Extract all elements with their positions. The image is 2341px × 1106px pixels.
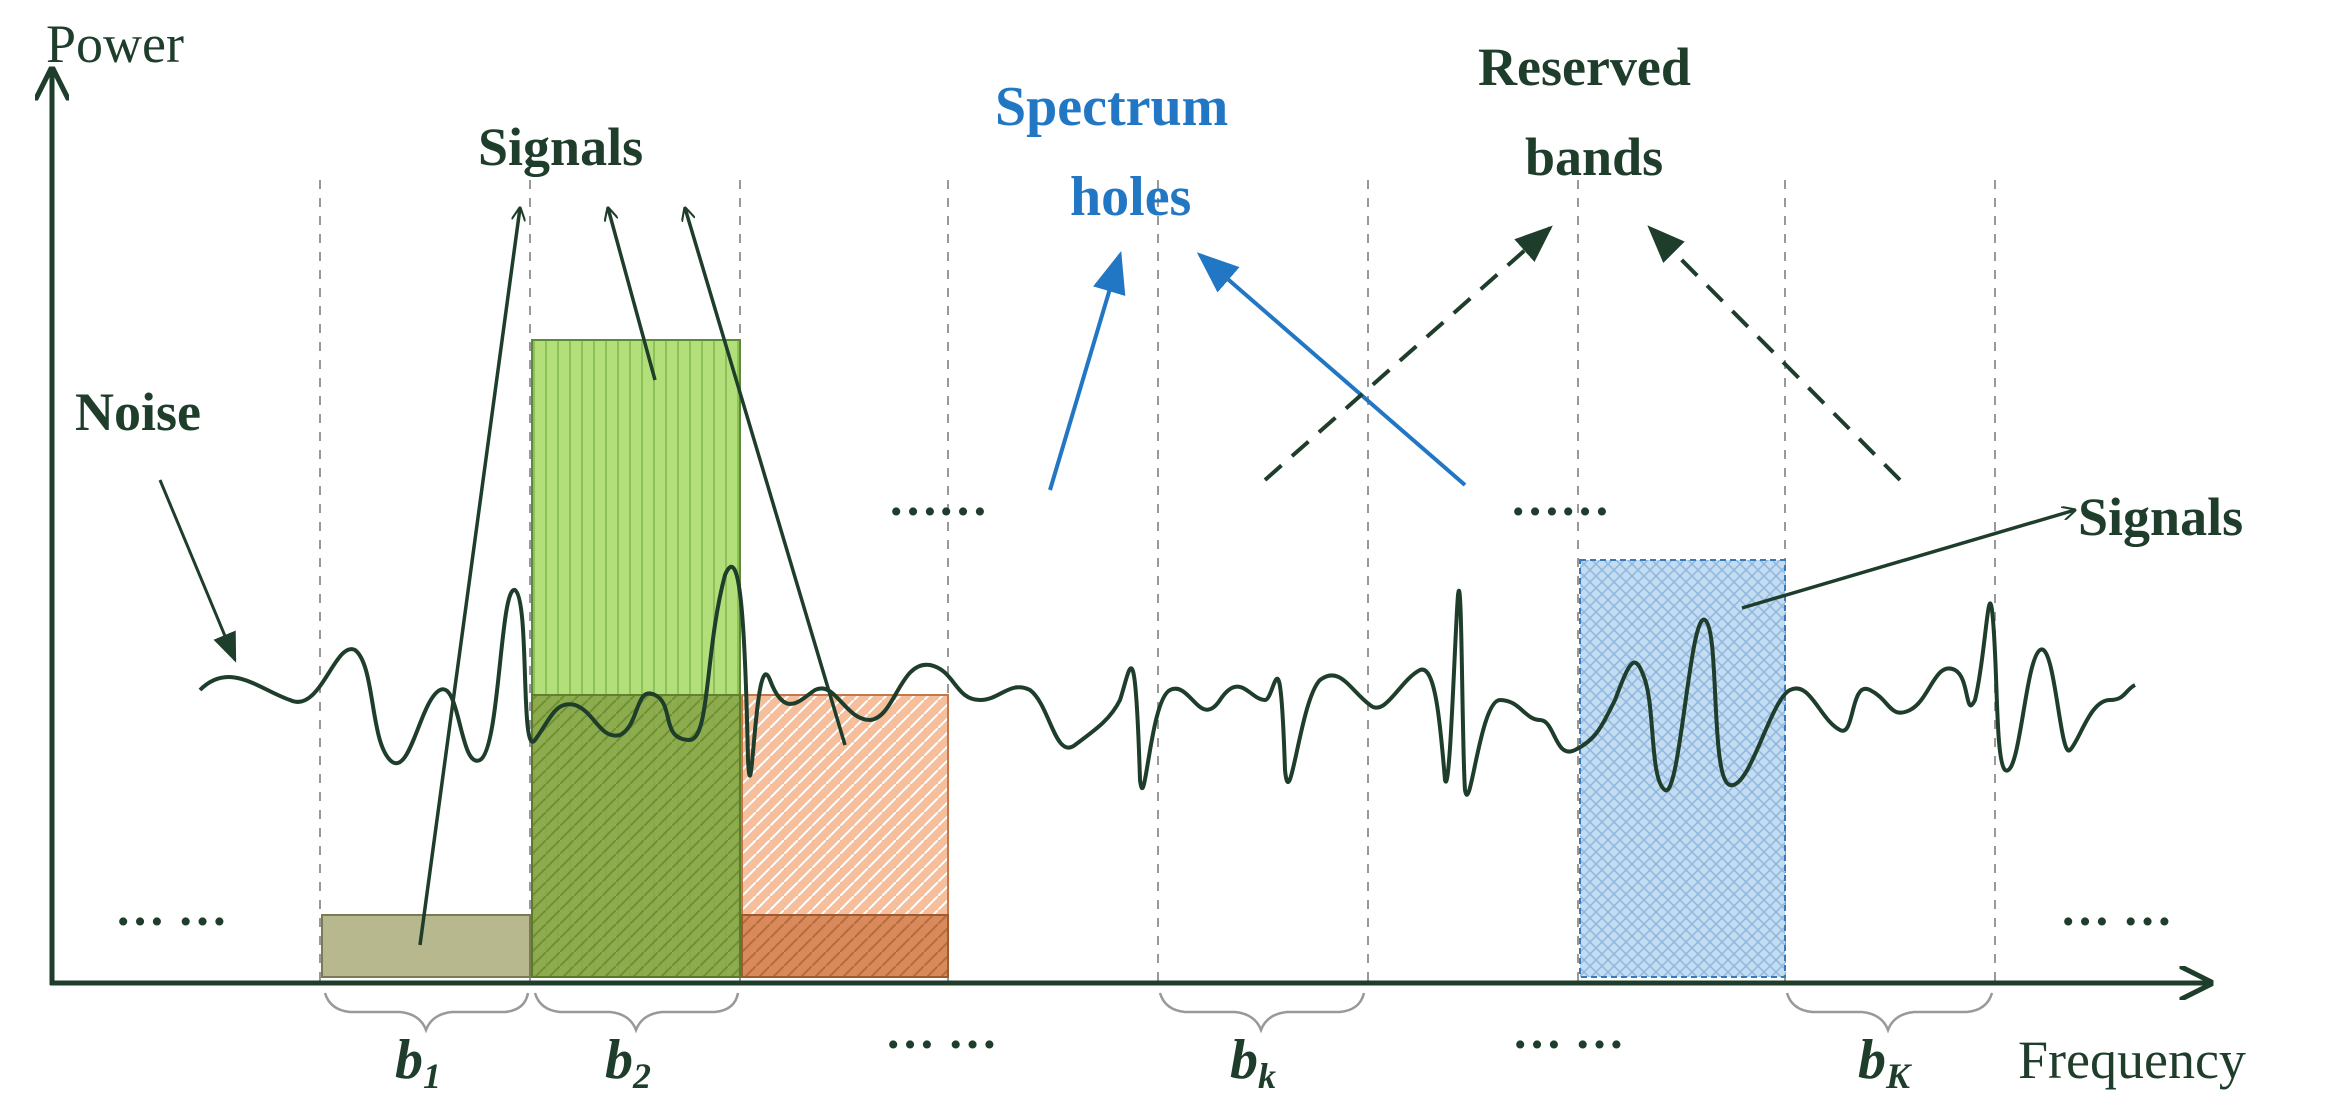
- ellipsis-right-upper: ……: [1510, 470, 1610, 526]
- signals-label-right: Signals: [2078, 487, 2243, 547]
- signal-block-blue: [1579, 559, 1786, 978]
- spectrum-holes-label-line2: holes: [1070, 166, 1191, 228]
- spectrum-holes-label-line1: Spectrum: [995, 76, 1228, 138]
- band-braces: [323, 992, 1994, 1034]
- reserved-bands-label-line1: Reserved: [1478, 37, 1691, 97]
- ellipsis-mid-upper: ……: [888, 470, 988, 526]
- ellipsis-mid-lower: … …: [885, 1003, 998, 1059]
- reserved-band-arrow: [1647, 225, 1902, 482]
- spectrum-hole-arrows: [1048, 250, 1467, 491]
- signal-arrows-top: [418, 208, 847, 946]
- reserved-band-arrow: [1263, 225, 1553, 482]
- ellipsis-far-right: … …: [2060, 880, 2173, 936]
- band-brace: [323, 992, 530, 1034]
- ellipsis-right-lower: … …: [1512, 1003, 1625, 1059]
- spectrum-hole-arrow: [1196, 252, 1467, 487]
- y-axis-label: Power: [46, 14, 184, 74]
- signal-arrow: [685, 208, 847, 746]
- signal-arrow: [418, 208, 520, 946]
- noise-waveform: [198, 564, 2137, 797]
- band-brace: [1158, 992, 1366, 1034]
- signal-arrow: [608, 208, 657, 381]
- reserved-bands-label-line2: bands: [1525, 127, 1663, 187]
- signal-arrow-right: [1741, 510, 2075, 610]
- signals-label-top: Signals: [478, 117, 643, 177]
- ellipsis-left: … …: [115, 880, 228, 936]
- noise-arrow: [158, 479, 237, 663]
- reserved-band-arrows: [1263, 225, 1902, 482]
- band-label-bK: bK: [1858, 1029, 1913, 1096]
- axes: [50, 70, 2210, 985]
- noise-label: Noise: [75, 382, 201, 442]
- band-label-bk: bk: [1230, 1029, 1276, 1096]
- x-axis-label: Frequency: [2018, 1030, 2246, 1090]
- signal-block-olive: [321, 914, 531, 978]
- signal-block-dark-orange: [741, 914, 949, 978]
- band-brace: [533, 992, 740, 1034]
- band-dividers: [319, 180, 1996, 990]
- band-label-b2: b2: [605, 1029, 651, 1096]
- band-brace: [1785, 992, 1994, 1034]
- signal-blocks: [321, 339, 1786, 978]
- signal-block-dark-olive: [531, 694, 741, 978]
- band-label-b1: b1: [395, 1029, 441, 1096]
- spectrum-hole-arrow: [1048, 250, 1126, 491]
